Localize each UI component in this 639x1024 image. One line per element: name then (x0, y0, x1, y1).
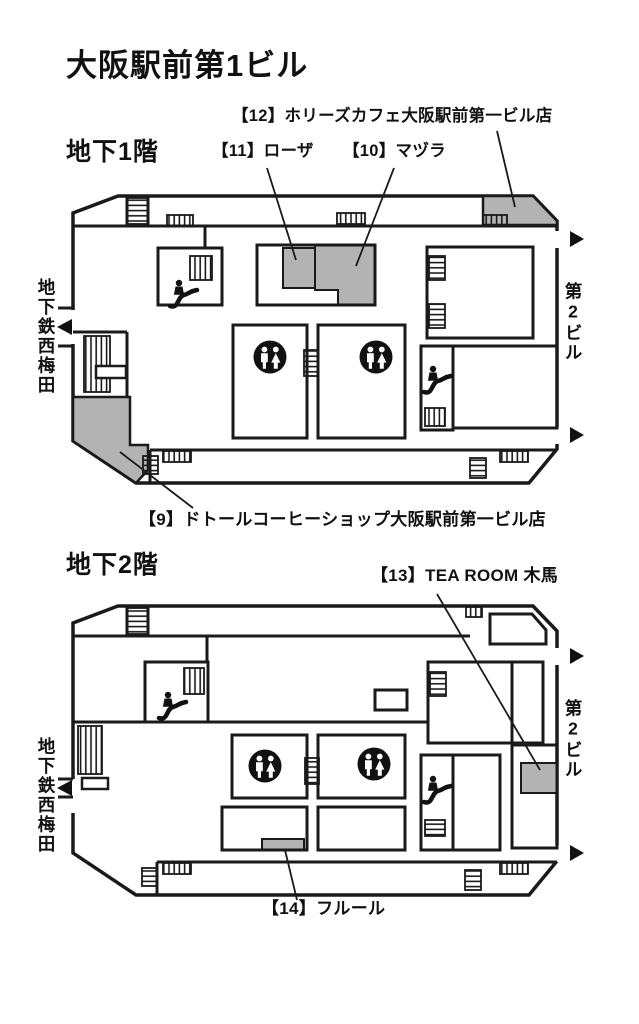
ticket-gate (80, 776, 110, 791)
floor2-shop13-label: 【13】TEA ROOM 木馬 (371, 566, 559, 585)
shop-area-11-rosa (282, 247, 316, 289)
arrow-left-subway-icon (57, 780, 72, 796)
floor1-shop10-label: 【10】マヅラ (343, 142, 446, 160)
arrow-right-bldg2-icon (570, 845, 584, 861)
restroom-icon (248, 749, 282, 783)
floor2-exit-subway-nishiumeda-label: 地下鉄西梅田 (36, 737, 56, 854)
arrow-left-subway-icon (57, 319, 72, 335)
floor1-exit-building2-label: 第2ビル (563, 282, 583, 363)
leader-lines-floor2 (284, 593, 541, 901)
floor1-shop12-label: 【12】ホリーズカフェ大阪駅前第一ビル店 (232, 107, 553, 125)
ticket-gate (94, 364, 128, 380)
floor2-heading: 地下2階 (66, 551, 159, 579)
restroom-icon (253, 340, 287, 374)
floor1-exit-subway-nishiumeda-label: 地下鉄西梅田 (36, 278, 56, 395)
restroom-icon (357, 747, 391, 781)
floor1-heading: 地下1階 (66, 138, 159, 166)
page-title: 大阪駅前第1ビル (66, 48, 309, 83)
restroom-icon (359, 340, 393, 374)
leader-lines-floor1 (119, 130, 516, 509)
shop-area-14-fleur (261, 838, 305, 851)
floor1-shop9-label: 【9】ドトールコーヒーショップ大阪駅前第一ビル店 (139, 510, 546, 529)
floor1-shop11-label: 【11】ローザ (212, 142, 314, 160)
arrow-right-bldg2-icon (570, 427, 584, 443)
arrow-right-bldg2-icon (570, 231, 584, 247)
floor2-outer-wall (71, 604, 559, 897)
arrow-right-bldg2-icon (570, 648, 584, 664)
floor2-shop14-label: 【14】フルール (262, 899, 386, 918)
floor2-exit-building2-label: 第2ビル (563, 699, 583, 780)
floor1-plan (57, 130, 584, 509)
floor2-plan (57, 593, 584, 901)
